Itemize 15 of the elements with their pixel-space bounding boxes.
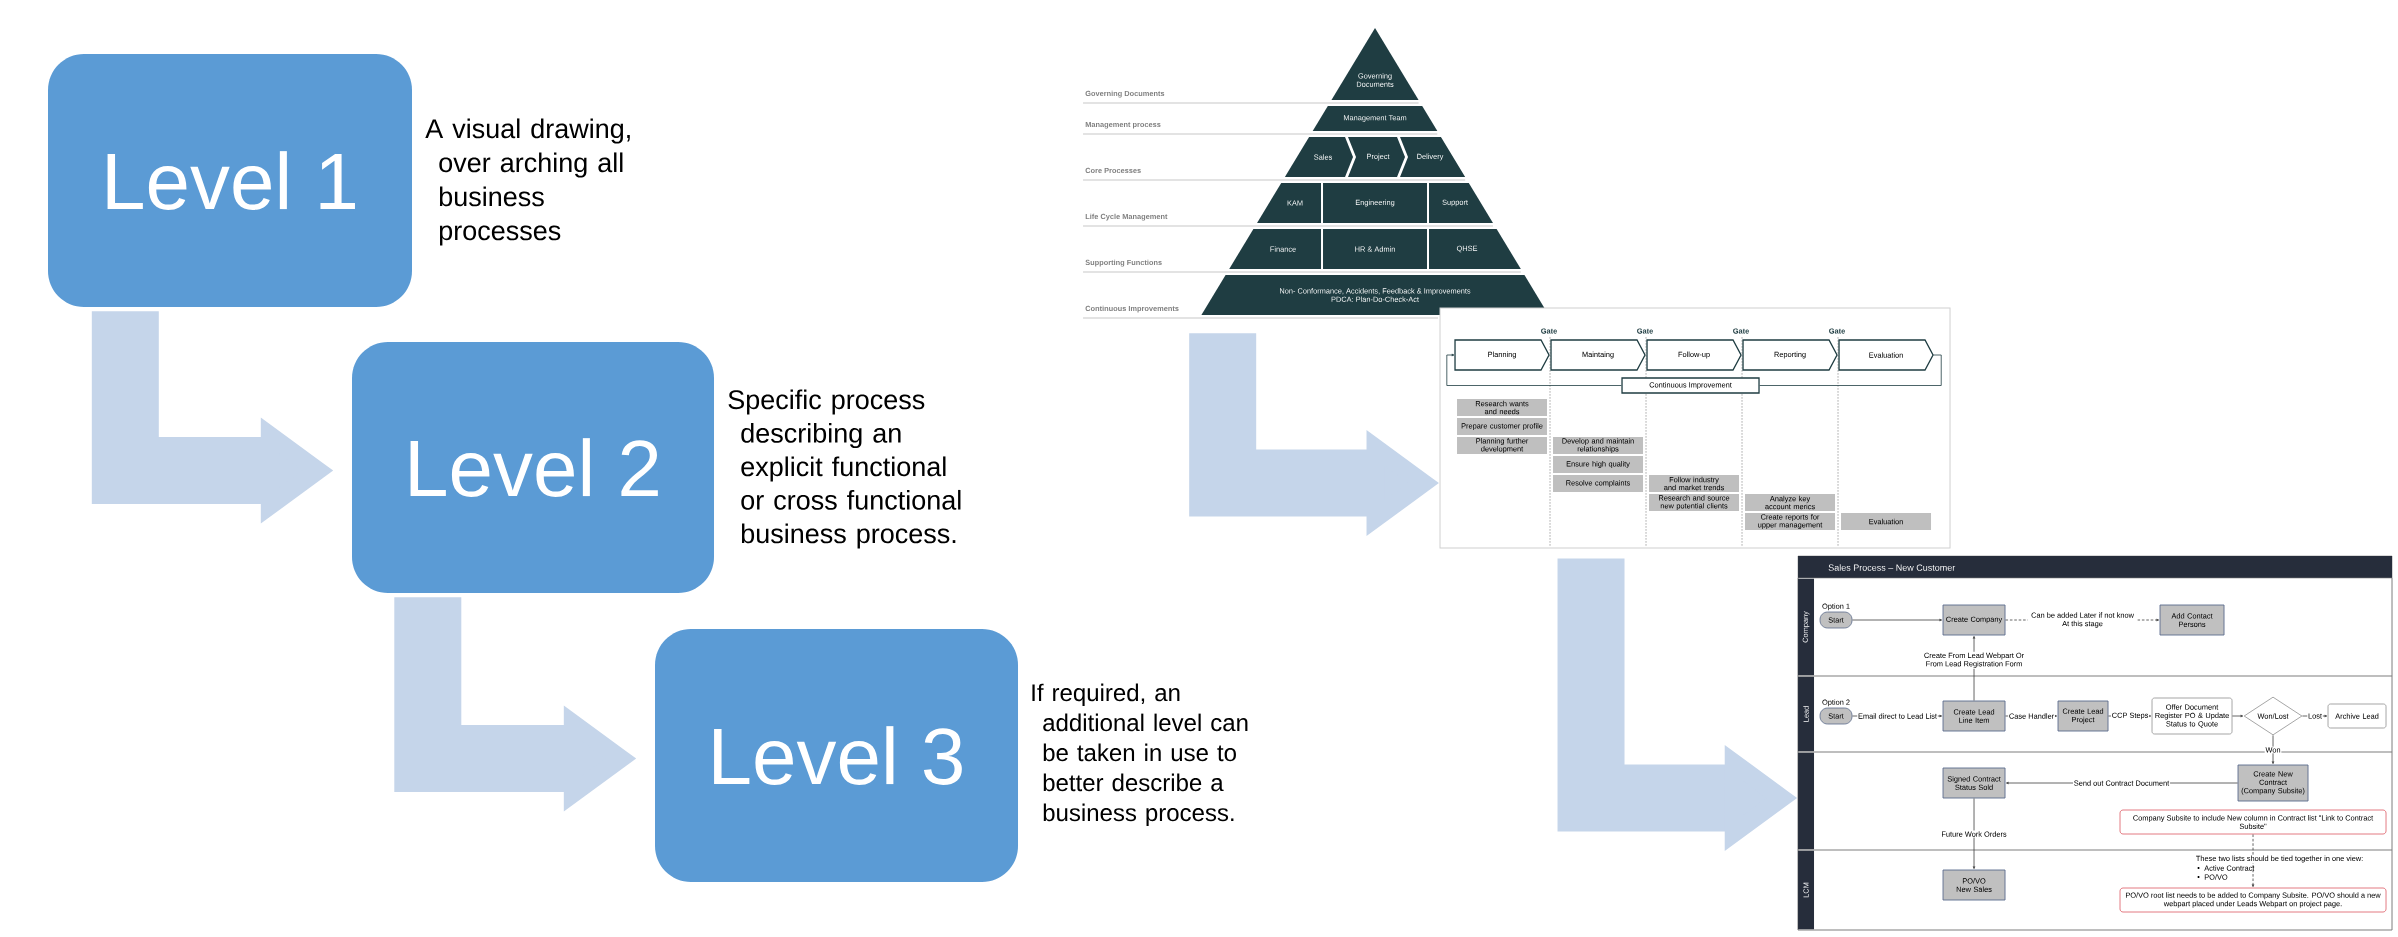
description-text: Specific process describing an explicit functional or cross functional business process.: [728, 389, 961, 549]
connector: [2302, 714, 2328, 718]
connector: [1759, 354, 1942, 386]
connector: [1852, 618, 1943, 622]
level-box: Level 1: [48, 54, 412, 307]
connector: [2271, 734, 2275, 765]
connector: [1972, 798, 1976, 870]
description-text: If required, an additional level can be taken in use to better describe a business process.: [1032, 683, 1248, 826]
description-text: A visual drawing, over arching all business processes: [425, 118, 630, 246]
connector: [2232, 714, 2244, 718]
dashed-connector: [2251, 834, 2255, 888]
level-box: Level 2: [352, 342, 714, 593]
swimlane: [1797, 751, 2393, 851]
level-box: Level 3: [655, 629, 1018, 882]
connector: [1446, 353, 1622, 386]
